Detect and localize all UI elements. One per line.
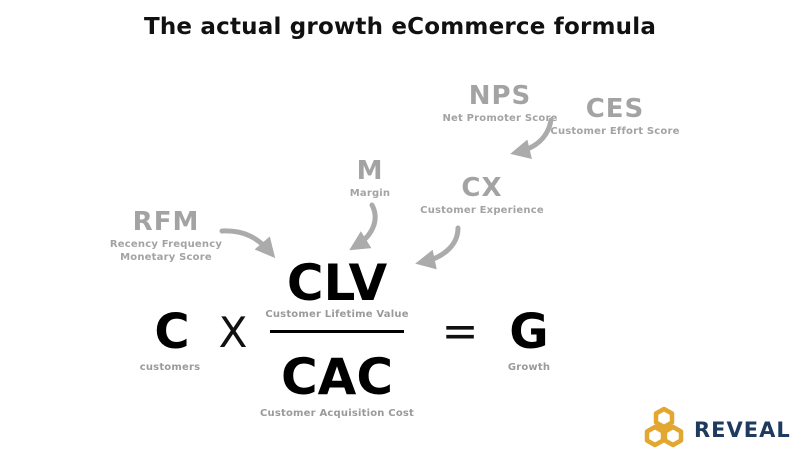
- formula-g: G: [509, 304, 549, 360]
- formula-c-label: customers: [139, 362, 201, 373]
- metric-m: M Margin: [320, 158, 420, 200]
- metric-rfm-label-line1: Recency Frequency: [109, 239, 223, 250]
- formula-cac-label: Customer Acquisition Cost: [259, 408, 415, 419]
- arrow-ces-to-cx: [510, 117, 554, 159]
- metric-m-label: Margin: [349, 188, 391, 199]
- fraction-line: [270, 330, 404, 333]
- formula-clv-label: Customer Lifetime Value: [265, 309, 409, 320]
- page-title: The actual growth eCommerce formula: [143, 14, 657, 40]
- metric-rfm-abbr: RFM: [132, 207, 200, 237]
- formula-clv: CLV: [286, 254, 388, 312]
- metric-rfm: RFM Recency Frequency Monetary Score: [96, 209, 236, 264]
- metric-cx-label: Customer Experience: [420, 205, 544, 216]
- formula-c: C: [154, 304, 190, 360]
- brand-name: REVEAL: [694, 418, 791, 442]
- metric-nps: NPS Net Promoter Score: [430, 83, 570, 125]
- metric-cx-abbr: CX: [461, 173, 503, 203]
- formula-g-label: Growth: [507, 362, 551, 373]
- metric-nps-label: Net Promoter Score: [442, 113, 558, 124]
- arrow-m-to-clv: [349, 202, 378, 251]
- formula-times: X: [218, 308, 248, 357]
- arrow-cx-to-clv: [415, 225, 461, 270]
- reveal-logo-icon: [644, 406, 684, 448]
- metric-ces: CES Customer Effort Score: [545, 96, 685, 138]
- formula-cac: CAC: [280, 348, 394, 406]
- metric-rfm-label-line2: Monetary Score: [120, 252, 212, 263]
- arrow-rfm-to-clv: [219, 228, 276, 259]
- metric-ces-label: Customer Effort Score: [550, 126, 680, 137]
- formula-equals: =: [441, 306, 479, 357]
- metric-ces-abbr: CES: [585, 94, 645, 124]
- metric-cx: CX Customer Experience: [412, 175, 552, 217]
- metric-m-abbr: M: [356, 156, 384, 186]
- metric-nps-abbr: NPS: [468, 81, 532, 111]
